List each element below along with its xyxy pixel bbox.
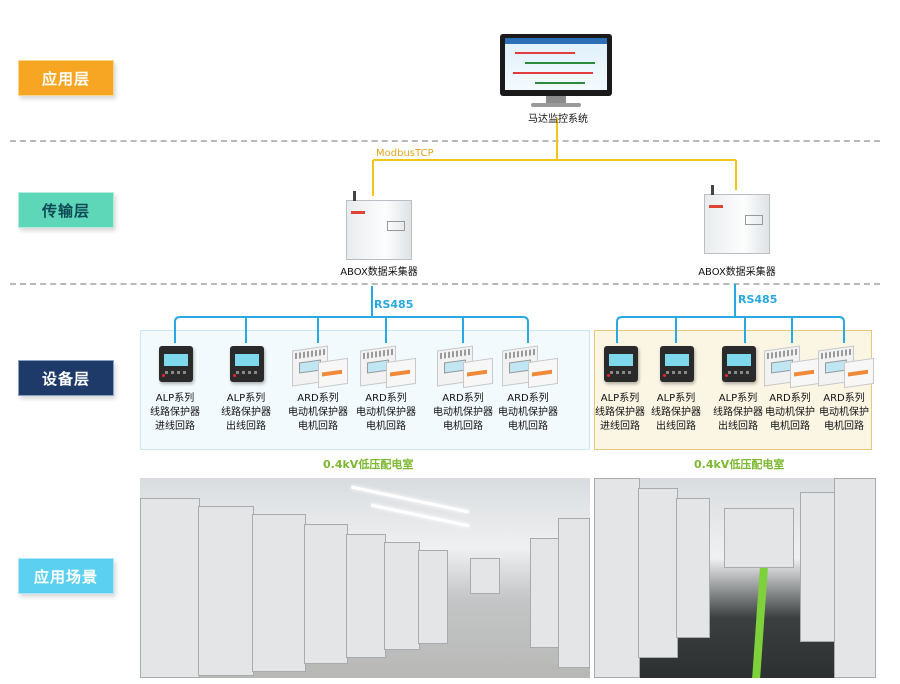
scene-photo-left <box>140 478 590 678</box>
device-label-line1: ARD系列 <box>823 393 865 404</box>
device-label-line2: 线路保护器 <box>651 407 701 418</box>
device-label-line1: ARD系列 <box>442 393 484 404</box>
device-label: ARD系列电动机保护器电机回路 <box>286 392 350 434</box>
device-label-line2: 电动机保护器 <box>288 407 348 418</box>
device-ard: ARD系列电动机保护器电机回路 <box>496 344 560 434</box>
rs485-label-right: RS485 <box>738 293 778 306</box>
device-label-line3: 进线回路 <box>600 421 640 432</box>
device-label: ARD系列电动机保护电机回路 <box>758 392 822 434</box>
device-label-line2: 电动机保护器 <box>356 407 416 418</box>
monitor-screen <box>505 38 607 90</box>
device-alp: ALP系列线路保护器进线回路 <box>588 344 652 434</box>
protocol-label: ModbusTCP <box>376 148 434 159</box>
device-label-line3: 电机回路 <box>443 421 483 432</box>
rs485-right-bus <box>616 316 845 343</box>
room-title-left: 0.4kV低压配电室 <box>323 458 414 471</box>
monitor-base <box>531 103 581 107</box>
device-label-line2: 电动机保护器 <box>498 407 558 418</box>
device-label-line2: 线路保护器 <box>150 407 200 418</box>
device-alp: ALP系列线路保护器出线回路 <box>706 344 770 434</box>
device-alp: ALP系列线路保护器进线回路 <box>143 344 207 434</box>
alp-line-protector-icon <box>646 344 706 388</box>
device-label-line3: 出线回路 <box>718 421 758 432</box>
device-label-line3: 电机回路 <box>508 421 548 432</box>
device-alp: ALP系列线路保护器出线回路 <box>214 344 278 434</box>
device-label-line2: 电动机保护 <box>819 407 869 418</box>
device-label-line2: 线路保护器 <box>713 407 763 418</box>
device-label: ARD系列电动机保护器电机回路 <box>496 392 560 434</box>
alp-line-protector-icon <box>145 344 205 388</box>
device-ard: ARD系列电动机保护器电机回路 <box>354 344 418 434</box>
layer-label-device: 设备层 <box>18 360 114 396</box>
device-label: ALP系列线路保护器进线回路 <box>588 392 652 434</box>
device-label-line3: 电机回路 <box>366 421 406 432</box>
device-label-line3: 进线回路 <box>155 421 195 432</box>
device-label-line1: ALP系列 <box>155 393 195 404</box>
device-label: ARD系列电动机保护器电机回路 <box>354 392 418 434</box>
device-label: ALP系列线路保护器出线回路 <box>644 392 708 434</box>
abox-collector-right-icon <box>704 185 770 254</box>
room-title-right: 0.4kV低压配电室 <box>694 458 785 471</box>
rs485-lines <box>174 284 845 343</box>
monitor-stand <box>546 96 566 104</box>
device-alp: ALP系列线路保护器出线回路 <box>644 344 708 434</box>
device-label: ALP系列线路保护器出线回路 <box>706 392 770 434</box>
device-label-line3: 电机回路 <box>298 421 338 432</box>
layer-label-application: 应用层 <box>18 60 114 96</box>
device-label-line1: ALP系列 <box>718 393 758 404</box>
alp-line-protector-icon <box>708 344 768 388</box>
abox-collector-left-icon <box>346 191 412 260</box>
layer-divider <box>10 283 880 285</box>
rs485-left-bus <box>174 316 529 343</box>
layer-divider <box>10 140 880 142</box>
device-label-line2: 线路保护器 <box>221 407 271 418</box>
ard-motor-protector-icon <box>814 344 874 389</box>
device-label-line1: ALP系列 <box>226 393 266 404</box>
device-label-line2: 电动机保护 <box>765 407 815 418</box>
device-label-line1: ALP系列 <box>656 393 696 404</box>
collector-caption-left: ABOX数据采集器 <box>340 267 418 278</box>
device-label-line1: ARD系列 <box>297 393 339 404</box>
device-label: ALP系列线路保护器出线回路 <box>214 392 278 434</box>
device-label-line1: ARD系列 <box>507 393 549 404</box>
ard-motor-protector-icon <box>433 344 493 389</box>
tcp-lines <box>372 118 737 196</box>
ard-motor-protector-icon <box>288 344 348 389</box>
device-label-line1: ARD系列 <box>769 393 811 404</box>
collector-caption-right: ABOX数据采集器 <box>698 267 776 278</box>
device-label-line1: ARD系列 <box>365 393 407 404</box>
monitor-computer <box>500 34 612 96</box>
device-ard: ARD系列电动机保护电机回路 <box>812 344 876 434</box>
rs485-label-left: RS485 <box>374 298 414 311</box>
device-label-line3: 电机回路 <box>770 421 810 432</box>
device-ard: ARD系列电动机保护器电机回路 <box>431 344 495 434</box>
monitor-caption: 马达监控系统 <box>528 114 588 125</box>
ard-motor-protector-icon <box>356 344 416 389</box>
device-ard: ARD系列电动机保护器电机回路 <box>286 344 350 434</box>
device-label-line3: 出线回路 <box>226 421 266 432</box>
device-label: ARD系列电动机保护器电机回路 <box>431 392 495 434</box>
device-label-line1: ALP系列 <box>600 393 640 404</box>
alp-line-protector-icon <box>590 344 650 388</box>
device-label-line3: 出线回路 <box>656 421 696 432</box>
device-label: ALP系列线路保护器进线回路 <box>143 392 207 434</box>
scene-photo-right <box>594 478 876 678</box>
layer-label-scene: 应用场景 <box>18 558 114 594</box>
device-label: ARD系列电动机保护电机回路 <box>812 392 876 434</box>
device-ard: ARD系列电动机保护电机回路 <box>758 344 822 434</box>
ard-motor-protector-icon <box>498 344 558 389</box>
device-label-line3: 电机回路 <box>824 421 864 432</box>
device-label-line2: 电动机保护器 <box>433 407 493 418</box>
device-label-line2: 线路保护器 <box>595 407 645 418</box>
ard-motor-protector-icon <box>760 344 820 389</box>
layer-label-transport: 传输层 <box>18 192 114 228</box>
alp-line-protector-icon <box>216 344 276 388</box>
